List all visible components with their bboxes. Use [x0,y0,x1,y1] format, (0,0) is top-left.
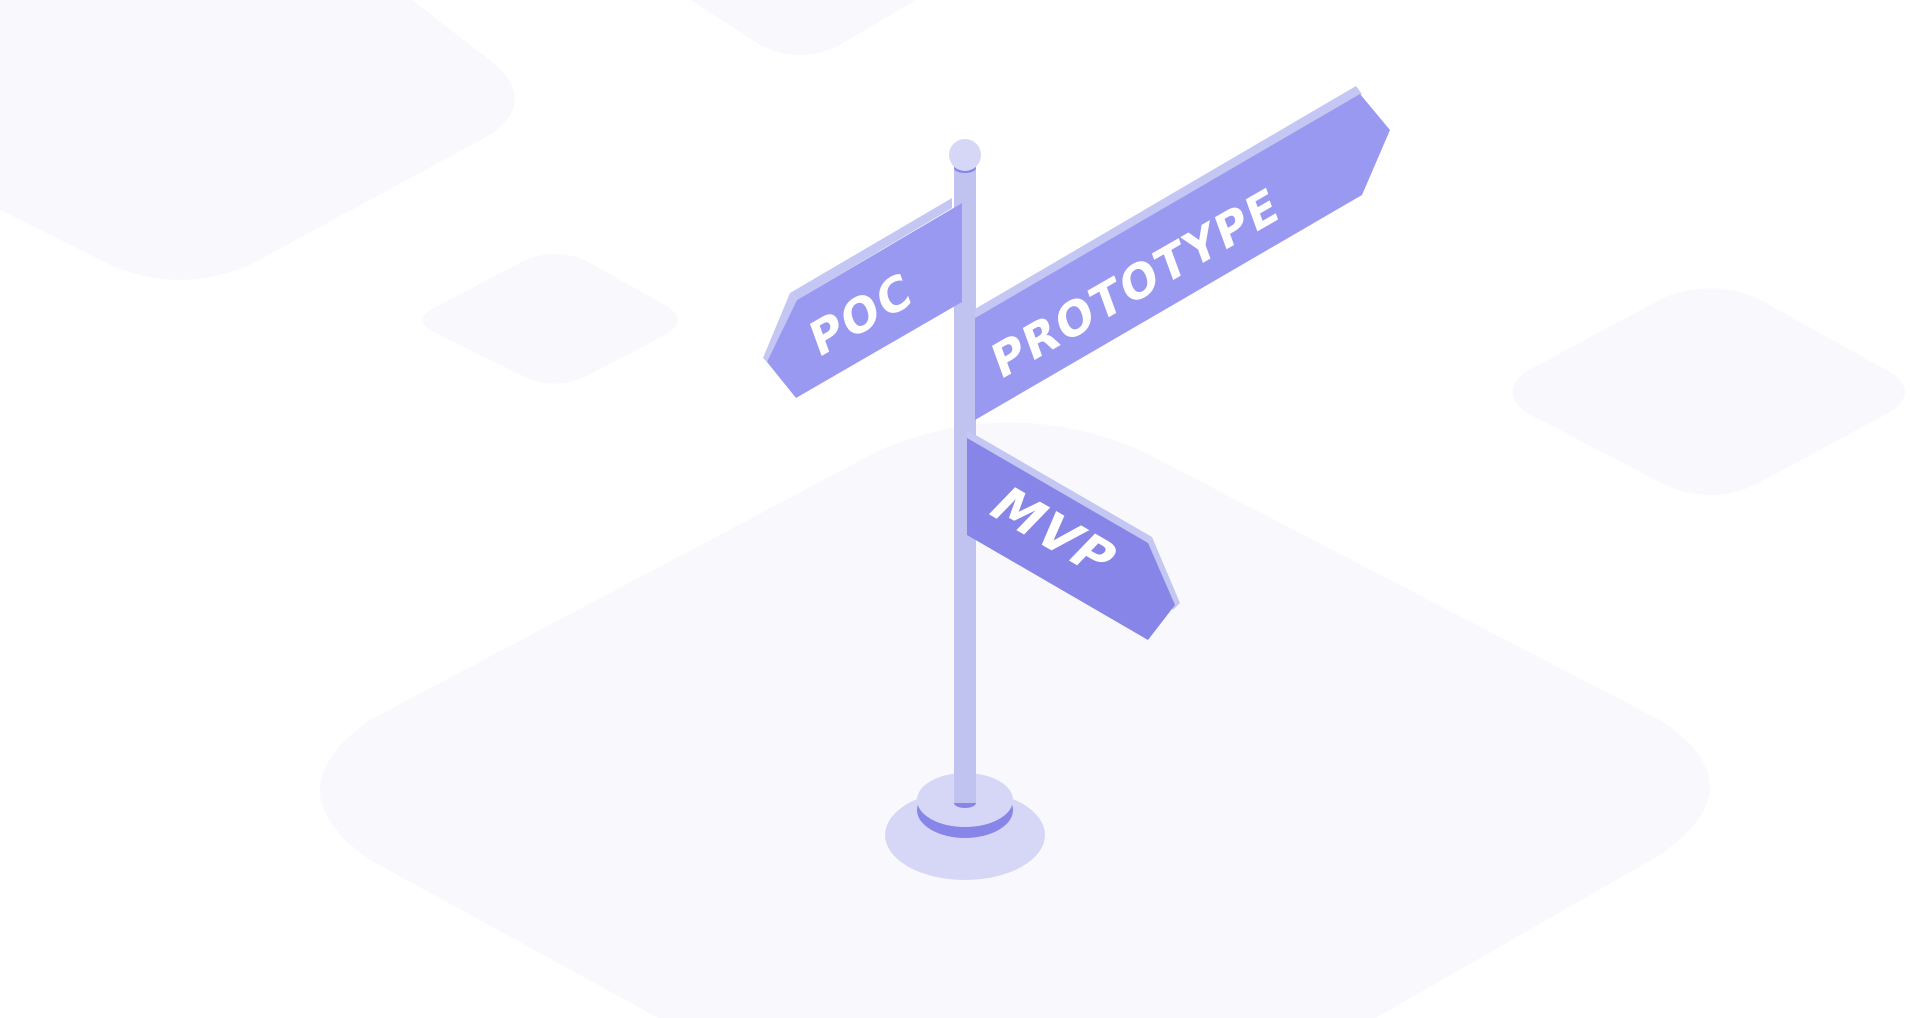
sign-poc-edge [790,198,952,300]
sign-poc: POC [763,198,962,398]
sign-prototype-edge [975,86,1362,318]
sign-prototype: PROTOTYPE [975,86,1390,420]
signpost-base [885,773,1045,880]
sign-mvp-tip-edge [1147,537,1180,610]
floor-tile-top-left [0,0,515,280]
sign-poc-tip-edge [763,293,797,365]
sign-prototype-board [975,94,1390,420]
floor-tile-large-center [320,422,1710,1018]
sign-mvp-edge [967,430,1152,545]
pole-cap [949,139,981,171]
sign-mvp-board [967,438,1175,640]
floor-tile-right [1512,288,1905,495]
sign-poc-board [767,203,962,398]
sign-mvp: MVP [967,430,1180,640]
floor-tile-top-center [690,0,917,55]
pole-shaft [954,160,976,803]
signpost-pole [949,139,981,808]
floor-tile-small-left [422,254,678,384]
